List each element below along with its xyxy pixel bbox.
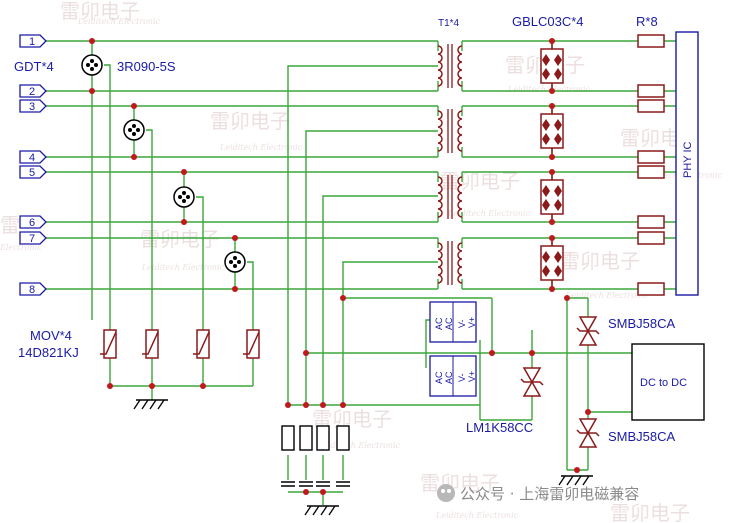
gdt-label: GDT*4 bbox=[14, 59, 54, 74]
lm1k-label: LM1K58CC bbox=[466, 420, 533, 435]
port-1-label: 1 bbox=[29, 36, 35, 48]
mov-label: MOV*4 bbox=[30, 328, 72, 343]
phy-ic-box bbox=[675, 31, 699, 296]
svg-text:Leiditech Electronic: Leiditech Electronic bbox=[447, 209, 531, 218]
port-flags: 1 2 3 4 5 6 7 8 bbox=[19, 34, 47, 296]
junction-dots bbox=[89, 38, 591, 495]
port-2-label: 2 bbox=[29, 86, 35, 98]
bridge-ac-4: AC bbox=[444, 371, 454, 384]
bridge-ac-3: AC bbox=[434, 371, 444, 384]
smbj-bottom-label: SMBJ58CA bbox=[608, 429, 676, 444]
footer-text: 公众号 · 上海雷卯电磁兼容 bbox=[460, 485, 639, 503]
bridge-vplus-2: V+ bbox=[467, 371, 477, 382]
svg-text:雷: 雷 bbox=[0, 213, 20, 237]
bridge-ac-2: AC bbox=[444, 317, 454, 330]
dcdc-box bbox=[631, 343, 705, 421]
svg-text:Leiditech Electronic: Leiditech Electronic bbox=[77, 17, 161, 26]
phy-ic-label: PHY IC bbox=[682, 141, 694, 178]
ground-mov bbox=[133, 399, 169, 410]
mov-part-label: 14D821KJ bbox=[18, 345, 79, 360]
wiring bbox=[46, 40, 676, 505]
bridge-vplus-1: V+ bbox=[467, 317, 477, 328]
tvs-array-group bbox=[540, 41, 564, 288]
bottom-rc-bank bbox=[281, 425, 350, 451]
tvs-array-label: GBLC03C*4 bbox=[512, 14, 584, 29]
mov-group bbox=[99, 329, 260, 359]
svg-text:Leiditech Electronic: Leiditech Electronic bbox=[507, 85, 591, 94]
dcdc-label: DC to DC bbox=[640, 377, 687, 389]
svg-text:Leiditech Electronic: Leiditech Electronic bbox=[141, 263, 225, 272]
bottom-caps bbox=[280, 481, 351, 487]
ground-caps bbox=[304, 505, 340, 516]
svg-text:Leiditech Electronic: Leiditech Electronic bbox=[317, 441, 401, 450]
svg-text:雷卯电子: 雷卯电子 bbox=[420, 471, 500, 495]
port-8-label: 8 bbox=[29, 284, 35, 296]
svg-text:雷卯电子: 雷卯电子 bbox=[140, 227, 220, 251]
svg-text:雷卯电子: 雷卯电子 bbox=[610, 501, 690, 523]
ground-tvs bbox=[558, 475, 594, 486]
svg-text:Leiditech Electronic: Leiditech Electronic bbox=[565, 291, 649, 300]
smbj-top-label: SMBJ58CA bbox=[608, 316, 676, 331]
svg-text:雷卯电子: 雷卯电子 bbox=[560, 249, 640, 273]
bridge-vminus-2: V- bbox=[457, 373, 467, 382]
svg-text:Leiditech Electronic: Leiditech Electronic bbox=[435, 511, 519, 520]
svg-text:Leiditech Electronic: Leiditech Electronic bbox=[219, 143, 303, 152]
resistor-group bbox=[637, 34, 665, 296]
resistor-label: R*8 bbox=[636, 14, 658, 29]
port-6-label: 6 bbox=[29, 217, 35, 229]
port-7-label: 7 bbox=[29, 233, 35, 245]
svg-text:雷卯电子: 雷卯电子 bbox=[60, 0, 140, 23]
transformer-label: T1*4 bbox=[438, 18, 460, 29]
bridge-ac-1: AC bbox=[434, 317, 444, 330]
bridge-vminus-1: V- bbox=[457, 319, 467, 328]
svg-text:雷卯电子: 雷卯电子 bbox=[440, 169, 520, 193]
footer-badge bbox=[437, 484, 455, 502]
svg-text:雷卯电子: 雷卯电子 bbox=[210, 109, 290, 133]
svg-text:Electronic: Electronic bbox=[0, 243, 42, 252]
port-3-label: 3 bbox=[29, 101, 35, 113]
gdt-part-label: 3R090-5S bbox=[117, 59, 176, 74]
transformer-group bbox=[437, 43, 463, 286]
port-5-label: 5 bbox=[29, 167, 35, 179]
port-4-label: 4 bbox=[29, 152, 35, 164]
